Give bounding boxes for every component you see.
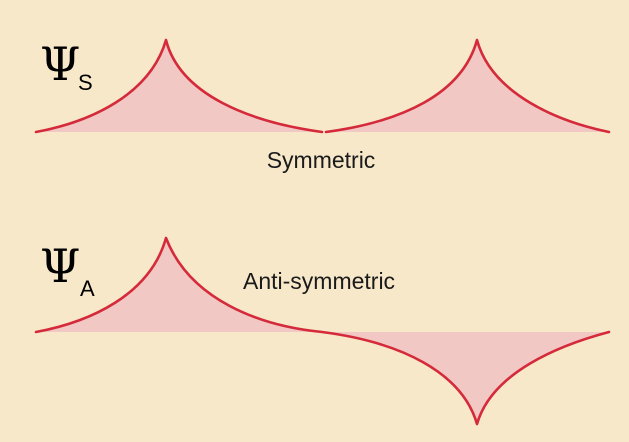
subscript-s: S (78, 70, 93, 95)
antisymmetric-curve (34, 236, 611, 426)
psi-symbol-symmetric: Ψ (40, 37, 80, 91)
symmetric-caption: Symmetric (267, 147, 376, 173)
symmetric-left-lobe-fill (36, 40, 322, 132)
antisymmetric-wavefunction: Ψ A Anti-symmetric (34, 236, 611, 426)
symmetric-wavefunction: Ψ S Symmetric (34, 37, 611, 173)
symmetric-right-lobe-fill (326, 40, 609, 132)
psi-symbol-antisymmetric: Ψ (40, 239, 80, 293)
subscript-a: A (80, 276, 95, 301)
symmetric-left-lobe-curve (34, 38, 324, 134)
symmetric-right-lobe-curve (324, 38, 611, 134)
antisymmetric-negative-lobe-fill (322, 332, 609, 424)
antisymmetric-caption: Anti-symmetric (243, 268, 395, 294)
